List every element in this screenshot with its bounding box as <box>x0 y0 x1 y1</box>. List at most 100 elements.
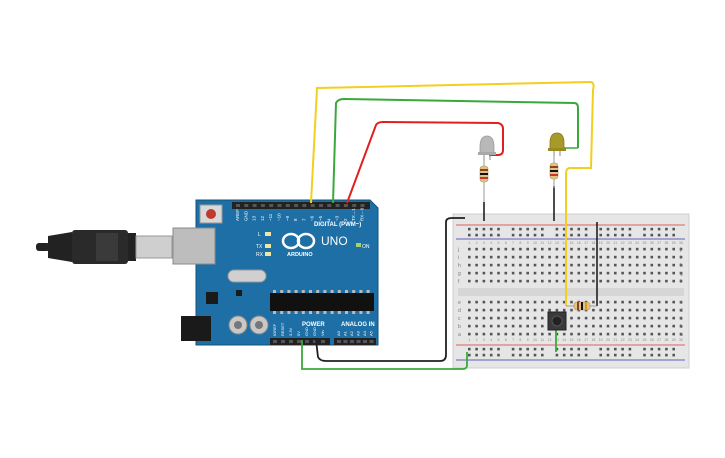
column-number: 24 <box>635 241 639 245</box>
column-number: 30 <box>679 241 683 245</box>
column-number: 4 <box>490 338 492 342</box>
column-number: 15 <box>570 338 574 342</box>
usb-jack <box>172 227 216 265</box>
resistor-button[interactable] <box>566 301 597 311</box>
push-button[interactable] <box>547 311 567 331</box>
digital-pin-label: GND <box>243 210 248 221</box>
row-letter: h <box>458 263 461 269</box>
column-number: 15 <box>570 241 574 245</box>
column-number: 12 <box>548 338 552 342</box>
led-right[interactable] <box>548 132 566 158</box>
row-letter: g <box>458 271 461 277</box>
column-number: 17 <box>584 338 588 342</box>
row-letter: j <box>679 247 681 253</box>
column-number: 8 <box>519 241 521 245</box>
digital-pin-label: ~6 <box>310 215 315 221</box>
green-wire[interactable] <box>332 97 579 204</box>
column-number: 12 <box>548 241 552 245</box>
column-number: 21 <box>613 338 617 342</box>
column-number: 3 <box>483 241 485 245</box>
digital-pin-label: ~10 <box>277 213 282 221</box>
digital-pin-slots <box>236 204 365 207</box>
column-number: 29 <box>672 241 676 245</box>
row-letter: j <box>457 247 459 253</box>
digital-pin-label: ~9 <box>285 215 290 221</box>
usb-cable <box>36 230 173 264</box>
digital-header[interactable] <box>232 202 370 209</box>
column-number: 28 <box>664 241 668 245</box>
column-number: 8 <box>519 338 521 342</box>
red-wire[interactable] <box>346 120 504 204</box>
digital-pin-label: 4 <box>326 218 331 221</box>
yellow-wire[interactable] <box>310 80 595 306</box>
row-letter: e <box>458 300 461 306</box>
column-number: 2 <box>476 241 478 245</box>
digital-pin-label: 12 <box>260 215 265 221</box>
column-number: 3 <box>483 338 485 342</box>
column-number: 19 <box>599 241 603 245</box>
column-number: 13 <box>555 338 559 342</box>
analog-pin-label: A1 <box>343 330 348 336</box>
row-letter: g <box>680 271 683 277</box>
analog-header[interactable] <box>334 338 376 345</box>
column-number: 16 <box>577 241 581 245</box>
black-ground-wire[interactable] <box>315 217 465 362</box>
column-number: 11 <box>540 338 544 342</box>
led-l-label: L <box>258 232 261 238</box>
column-number: 21 <box>613 241 617 245</box>
row-letter: d <box>680 308 683 314</box>
led-tx-label: TX <box>256 244 263 250</box>
column-number: 1 <box>468 241 470 245</box>
row-letter: e <box>680 300 683 306</box>
column-number: 26 <box>650 241 654 245</box>
resistor-left[interactable] <box>479 160 489 202</box>
column-number: 10 <box>533 241 537 245</box>
power-pin-label: 5V <box>296 331 301 336</box>
breadboard-column-numbers: 1122334455667788991010111112121313141415… <box>468 241 683 342</box>
analog-pin-label: A4 <box>362 330 367 336</box>
analog-label: ANALOG IN <box>341 322 375 328</box>
row-letter: b <box>680 324 683 330</box>
column-number: 4 <box>490 241 492 245</box>
row-letter: i <box>458 255 459 261</box>
column-number: 17 <box>584 241 588 245</box>
arduino-logo: ARDUINO UNO <box>281 232 348 258</box>
column-number: 6 <box>505 241 507 245</box>
column-number: 13 <box>555 241 559 245</box>
model-label: UNO <box>321 234 348 248</box>
column-number: 27 <box>657 241 661 245</box>
column-number: 25 <box>643 338 647 342</box>
column-number: 28 <box>664 338 668 342</box>
column-number: 18 <box>591 241 595 245</box>
column-number: 20 <box>606 338 610 342</box>
digital-pin-label: 7 <box>301 218 306 221</box>
column-number: 9 <box>527 338 529 342</box>
column-number: 18 <box>591 338 595 342</box>
power-pin-label: RESET <box>280 322 285 336</box>
row-letter: a <box>680 332 683 338</box>
green-power-wire[interactable] <box>301 340 468 370</box>
column-number: 23 <box>628 241 632 245</box>
column-number: 5 <box>498 338 500 342</box>
analog-pin-label: A3 <box>356 330 361 336</box>
power-pin-label: GND <box>304 327 309 336</box>
column-number: 1 <box>468 338 470 342</box>
atmega-chip <box>270 293 374 311</box>
digital-header-label: DIGITAL (PWM~) <box>314 222 361 228</box>
digital-pin-label: RX←0 <box>360 207 365 221</box>
row-letter: a <box>458 332 461 338</box>
column-number: 14 <box>562 338 566 342</box>
column-number: 10 <box>533 338 537 342</box>
row-letter: c <box>680 316 683 322</box>
column-number: 9 <box>527 241 529 245</box>
resistor-right[interactable] <box>549 156 559 188</box>
column-number: 5 <box>498 241 500 245</box>
digital-pin-label: 13 <box>252 215 257 221</box>
column-number: 7 <box>512 241 514 245</box>
led-left[interactable] <box>478 135 496 162</box>
power-pin-label: Vin <box>320 330 325 336</box>
